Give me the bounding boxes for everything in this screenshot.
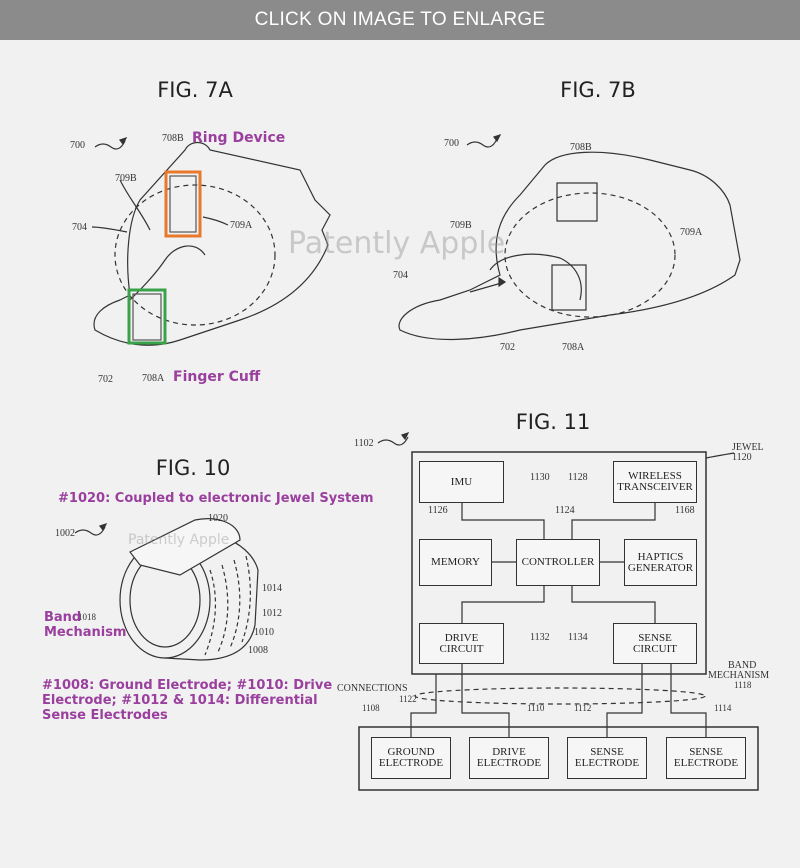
- block-label: TRANSCEIVER: [617, 481, 693, 493]
- ring-device-highlight: [164, 170, 202, 238]
- block-label: GENERATOR: [627, 561, 694, 574]
- block-label: CIRCUIT: [633, 642, 677, 655]
- ref-1010: 1010: [254, 627, 274, 638]
- ref-1102: 1102: [354, 438, 374, 449]
- ref-1132: 1132: [530, 632, 550, 643]
- finger-cuff-label: Finger Cuff: [173, 369, 261, 385]
- ref-709a: 709A: [230, 220, 253, 231]
- fig11-title: FIG. 11: [515, 410, 591, 434]
- ref-1128: 1128: [568, 472, 588, 483]
- ring-device-label: Ring Device: [192, 130, 286, 146]
- ref-708a: 708A: [142, 373, 165, 384]
- ref-1014: 1014: [262, 583, 282, 594]
- block-label: SENSE: [638, 631, 672, 644]
- ref-709b: 709B: [450, 220, 472, 231]
- imu-label: IMU: [450, 475, 473, 488]
- fig7b-title: FIG. 7B: [560, 78, 636, 102]
- block-label: SENSE: [590, 746, 624, 758]
- block-label: SENSE: [689, 746, 723, 758]
- ref-709a: 709A: [680, 227, 703, 238]
- mechanism-label: MECHANISM: [708, 670, 770, 681]
- memory-block: MEMORY: [419, 539, 492, 586]
- imu-block: IMU: [419, 461, 504, 503]
- ref-1124: 1124: [555, 505, 575, 516]
- fig7b-hand-drawing: [398, 151, 741, 341]
- ref-708b: 708B: [162, 133, 184, 144]
- jewel-label: JEWEL: [732, 442, 764, 453]
- fig11-connector-lines: [358, 431, 759, 791]
- watermark: Patently Apple: [288, 226, 506, 261]
- ref-1122: 1122: [399, 694, 417, 704]
- ref-700: 700: [444, 138, 459, 149]
- ref-704: 704: [393, 270, 408, 281]
- connections-label: CONNECTIONS: [337, 683, 408, 694]
- controller-block: CONTROLLER: [516, 539, 600, 586]
- block-label: CIRCUIT: [439, 642, 484, 655]
- mechanism-label: Mechanism: [44, 625, 127, 640]
- ref-1168: 1168: [675, 505, 695, 516]
- block-label: MEMORY: [431, 556, 480, 568]
- ref-1130: 1130: [530, 472, 550, 483]
- fig7a-title: FIG. 7A: [157, 78, 233, 102]
- block-label: ELECTRODE: [673, 757, 739, 769]
- ref-1114: 1114: [714, 703, 732, 713]
- enlarge-banner[interactable]: CLICK ON IMAGE TO ENLARGE: [0, 0, 800, 40]
- block-label: DRIVE: [492, 746, 526, 758]
- ref-1018: 1018: [78, 612, 96, 622]
- block-label: CONTROLLER: [521, 556, 595, 568]
- ref-1134: 1134: [568, 632, 588, 643]
- block-label: HAPTICS: [637, 550, 684, 563]
- block-label: WIRELESS: [628, 470, 682, 482]
- ref-1020: 1020: [208, 513, 228, 524]
- ref-1110: 1110: [527, 703, 545, 713]
- ref-1012: 1012: [262, 608, 282, 619]
- ref-708b: 708B: [570, 142, 592, 153]
- block-label: ELECTRODE: [378, 757, 444, 769]
- ref-702: 702: [500, 342, 515, 353]
- ref-1112: 1112: [574, 703, 592, 713]
- watermark-small: Patently Apple: [128, 532, 230, 548]
- ref-1108: 1108: [362, 703, 380, 713]
- block-label: DRIVE: [444, 631, 479, 644]
- fig10-title: FIG. 10: [155, 456, 231, 480]
- band-label: Band: [44, 610, 82, 625]
- ref-709b: 709B: [115, 173, 137, 184]
- ref-702: 702: [98, 374, 113, 385]
- finger-cuff-highlight: [127, 288, 167, 345]
- ref-1002: 1002: [55, 528, 75, 539]
- ref-1008: 1008: [248, 645, 268, 656]
- ref-1126: 1126: [428, 505, 448, 516]
- electrode-caption-line-2: Electrode; #1012 & 1014: Differential: [42, 693, 318, 708]
- jewel-coupling-caption: #1020: Coupled to electronic Jewel Syste…: [58, 491, 374, 506]
- ref-700: 700: [70, 140, 85, 151]
- ref-1118: 1118: [734, 680, 752, 690]
- electrode-caption-line-1: #1008: Ground Electrode; #1010: Drive: [42, 678, 333, 693]
- fig10-ring-drawing: [119, 518, 259, 661]
- block-label: ELECTRODE: [476, 757, 542, 769]
- ref-708a: 708A: [562, 342, 585, 353]
- ref-1120: 1120: [732, 452, 752, 463]
- block-label: ELECTRODE: [574, 757, 640, 769]
- ref-704: 704: [72, 222, 87, 233]
- band-label: BAND: [728, 660, 757, 671]
- block-label: GROUND: [387, 746, 435, 758]
- electrode-caption-line-3: Sense Electrodes: [42, 708, 168, 723]
